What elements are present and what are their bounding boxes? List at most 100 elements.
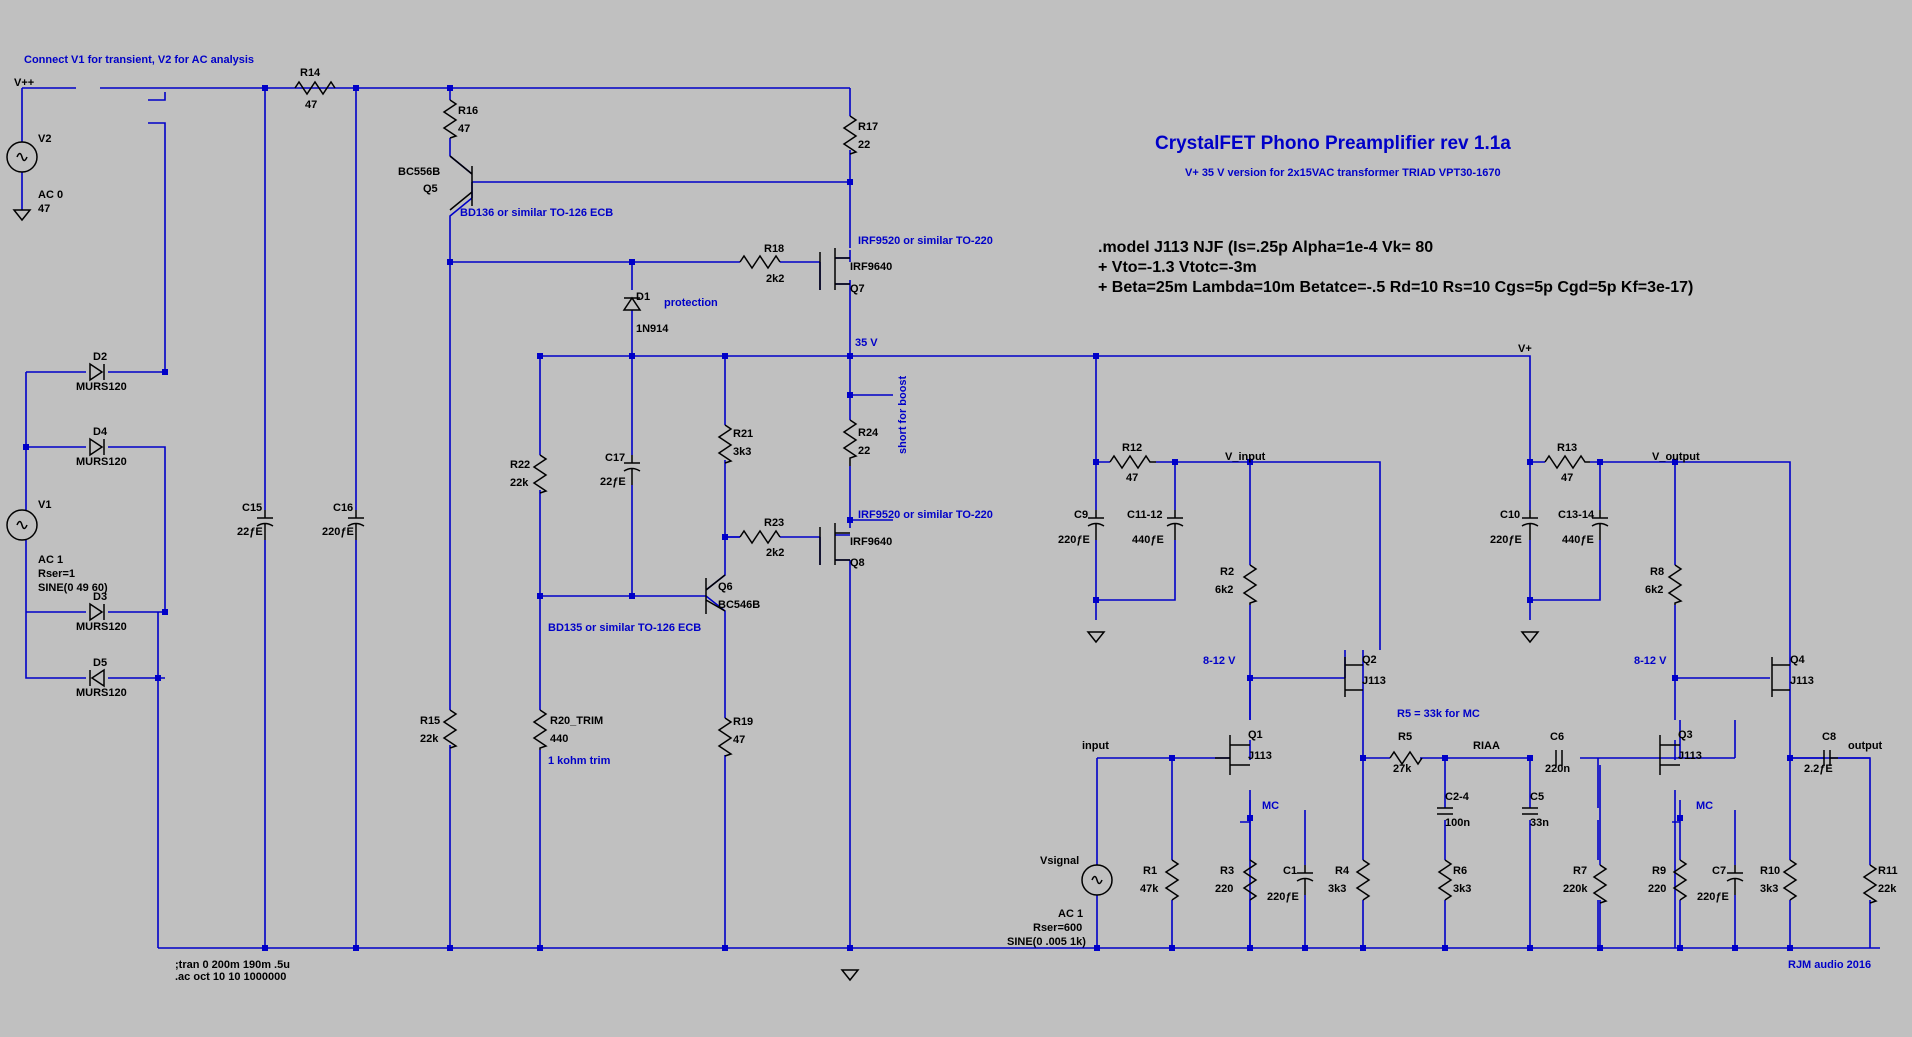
- ground-symbol-c10: [1520, 631, 1540, 644]
- note-irf-mid: IRF9520 or similar TO-220: [858, 509, 993, 521]
- part-value: 22k: [510, 477, 529, 489]
- part-value: 440: [550, 733, 568, 745]
- note-connect: Connect V1 for transient, V2 for AC anal…: [24, 54, 254, 66]
- resistor-r13: [1544, 454, 1590, 470]
- capacitor-c6: [1555, 750, 1563, 766]
- part-value: 47: [305, 99, 317, 111]
- part-ref: R1: [1143, 865, 1157, 877]
- transistor-q8: [819, 523, 850, 565]
- note-bd136: BD136 or similar TO-126 ECB: [460, 207, 613, 219]
- part-value: J113: [1362, 675, 1386, 687]
- resistor-r17: [842, 115, 858, 155]
- part-ref: R3: [1220, 865, 1234, 877]
- ground-symbol-main: [840, 969, 860, 982]
- part-ref: R12: [1122, 442, 1142, 454]
- part-value: 3k3: [1453, 883, 1471, 895]
- note-voltage: 8-12 V: [1203, 655, 1236, 667]
- part-ref: C17: [605, 452, 625, 464]
- part-value: 220ƒE: [1490, 534, 1522, 546]
- spice-model-line: + Beta=25m Lambda=10m Betatce=-.5 Rd=10 …: [1098, 279, 1693, 296]
- part-ref: C1: [1283, 865, 1297, 877]
- part-ref: Q4: [1790, 654, 1806, 666]
- part-ref: R2: [1220, 566, 1234, 578]
- part-value: 3k3: [1760, 883, 1778, 895]
- spice-model-line: .model J113 NJF (Is=.25p Alpha=1e-4 Vk= …: [1098, 239, 1433, 256]
- part-value: 440ƒE: [1132, 534, 1164, 546]
- part-value: 22ƒE: [237, 526, 263, 538]
- part-ref: C16: [333, 502, 353, 514]
- part-ref: R24: [858, 427, 879, 439]
- capacitor-c9: [1087, 510, 1105, 540]
- part-value: 6k2: [1645, 584, 1663, 596]
- resistor-r24: [842, 419, 858, 466]
- transistor-q3: [1659, 735, 1680, 775]
- part-ref: R7: [1573, 865, 1587, 877]
- junctions: [23, 85, 1793, 951]
- transistor-q2: [1344, 657, 1363, 697]
- part-ref: Q7: [850, 283, 865, 295]
- part-ref: D1: [636, 291, 650, 303]
- part-value: 22k: [1878, 883, 1897, 895]
- part-value: 6k2: [1215, 584, 1233, 596]
- voltage-source-v1: [6, 509, 38, 541]
- note-ac: .ac oct 10 10 1000000: [175, 971, 286, 983]
- source-label: SINE(0 .005 1k): [1007, 936, 1086, 948]
- capacitor-c8: [1823, 750, 1838, 766]
- part-value: 47: [1561, 472, 1573, 484]
- source-label: AC 1: [38, 554, 63, 566]
- resistors: [294, 80, 1878, 904]
- part-ref: C15: [242, 502, 262, 514]
- part-ref: C5: [1530, 791, 1544, 803]
- spice-model-line: + Vto=-1.3 Vtotc=-3m: [1098, 259, 1257, 276]
- resistor-r23: [739, 529, 781, 545]
- diode-d4: [89, 437, 105, 457]
- resistor-r14: [294, 80, 336, 96]
- capacitor-c5: [1522, 807, 1538, 815]
- part-ref: C6: [1550, 731, 1564, 743]
- part-value: 2k2: [766, 273, 784, 285]
- resistor-r1: [1164, 859, 1180, 901]
- transistor-q4: [1771, 657, 1790, 697]
- source-label: Rser=1: [38, 568, 75, 580]
- resistor-r3: [1242, 859, 1258, 901]
- note-tran: ;tran 0 200m 190m .5u: [175, 959, 290, 971]
- schematic-subtitle: V+ 35 V version for 2x15VAC transformer …: [1185, 167, 1501, 179]
- part-ref: C7: [1712, 865, 1726, 877]
- part-value: 33n: [1530, 817, 1549, 829]
- capacitor-c1: [1296, 865, 1314, 895]
- part-ref: R14: [300, 67, 321, 79]
- diode-d3: [89, 602, 105, 622]
- note-trim: 1 kohm trim: [548, 755, 611, 767]
- part-value: 3k3: [733, 446, 751, 458]
- note-irf-top: IRF9520 or similar TO-220: [858, 235, 993, 247]
- part-value: 220ƒE: [322, 526, 354, 538]
- part-ref: R13: [1557, 442, 1577, 454]
- part-ref: R18: [764, 243, 784, 255]
- part-value: 22ƒE: [600, 476, 626, 488]
- labels: CrystalFET Phono Preamplifier rev 1.1a V…: [14, 54, 1898, 983]
- part-ref: R9: [1652, 865, 1666, 877]
- part-value: 22: [858, 445, 870, 457]
- part-ref: Q6: [718, 581, 733, 593]
- net-label: V_input: [1225, 451, 1266, 463]
- resistor-r5: [1389, 750, 1423, 766]
- note-mc: MC: [1262, 800, 1279, 812]
- part-value: 220ƒE: [1697, 891, 1729, 903]
- part-ref: D5: [93, 657, 107, 669]
- net-label: 35 V: [855, 337, 878, 349]
- net-label: V_output: [1652, 451, 1700, 463]
- source-label: Rser=600: [1033, 922, 1082, 934]
- resistor-r9: [1672, 859, 1688, 901]
- source-label: V1: [38, 499, 51, 511]
- transistor-q6: [705, 574, 726, 614]
- part-ref: C8: [1822, 731, 1836, 743]
- capacitor-c17: [623, 455, 641, 485]
- part-ref: Q1: [1248, 729, 1263, 741]
- part-value: 440ƒE: [1562, 534, 1594, 546]
- capacitor-c2: [1437, 807, 1453, 815]
- part-value: MURS120: [76, 456, 127, 468]
- part-ref: R17: [858, 121, 878, 133]
- source-label: V2: [38, 133, 51, 145]
- part-ref: R4: [1335, 865, 1350, 877]
